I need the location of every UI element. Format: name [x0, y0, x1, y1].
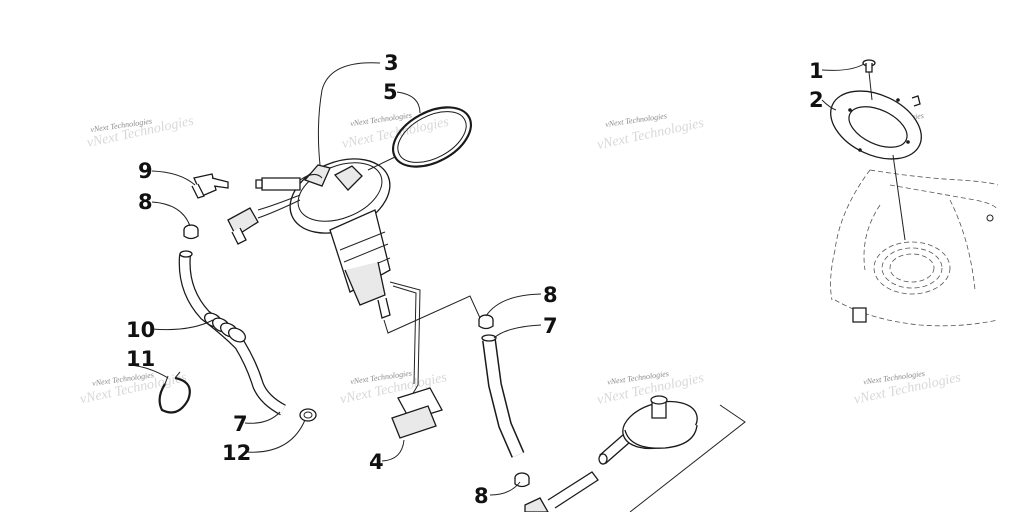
callout-7b: 7: [543, 314, 558, 338]
callout-8c: 8: [474, 484, 489, 508]
callout-11: 11: [126, 347, 155, 371]
fuel-pump-part-3: [227, 158, 391, 319]
callouts: 3 5 9 8 10 11 7 12 4 8 7 8 1 2: [126, 51, 824, 508]
screw-part-1: [862, 59, 876, 73]
leader-lines: [129, 62, 906, 512]
hose-part-10: [178, 250, 286, 416]
callout-9: 9: [138, 159, 153, 183]
hose-coil: [203, 312, 247, 343]
callout-12: 12: [222, 441, 251, 465]
callout-4: 4: [369, 450, 384, 474]
clamp-part-8a: [183, 224, 199, 240]
watermark-7: vNext Technologies vNext Technologies: [596, 369, 706, 408]
elbow-fitting-part-9: [191, 173, 229, 199]
callout-3: 3: [384, 51, 399, 75]
watermark-1: vNext Technologies vNext Technologies: [86, 114, 196, 151]
callout-10: 10: [126, 318, 155, 342]
callout-8b: 8: [543, 283, 558, 307]
callout-7a: 7: [233, 412, 248, 436]
fuel-level-sender-part-4: [389, 281, 443, 439]
callout-2: 2: [809, 88, 824, 112]
callout-8a: 8: [138, 190, 153, 214]
clamp-part-8b: [478, 314, 494, 330]
vent-hose-part-7: [481, 334, 525, 458]
o-ring-part-5: [392, 106, 472, 168]
gasket-part-2: [830, 90, 922, 160]
watermark-2: vNext Technologies vNext Technologies: [341, 111, 451, 152]
fuel-tank: [830, 169, 999, 327]
watermark-3: vNext Technologies vNext Technologies: [596, 111, 706, 153]
hose-clip-part-12: [299, 408, 317, 422]
callout-5: 5: [383, 80, 398, 104]
watermark-5: vNext Technologies vNext Technologies: [79, 370, 189, 407]
watermark-8: vNext Technologies vNext Technologies: [853, 369, 963, 408]
rollover-valve: [622, 395, 698, 450]
callout-1: 1: [809, 59, 824, 83]
clamp-part-8c: [514, 472, 530, 488]
